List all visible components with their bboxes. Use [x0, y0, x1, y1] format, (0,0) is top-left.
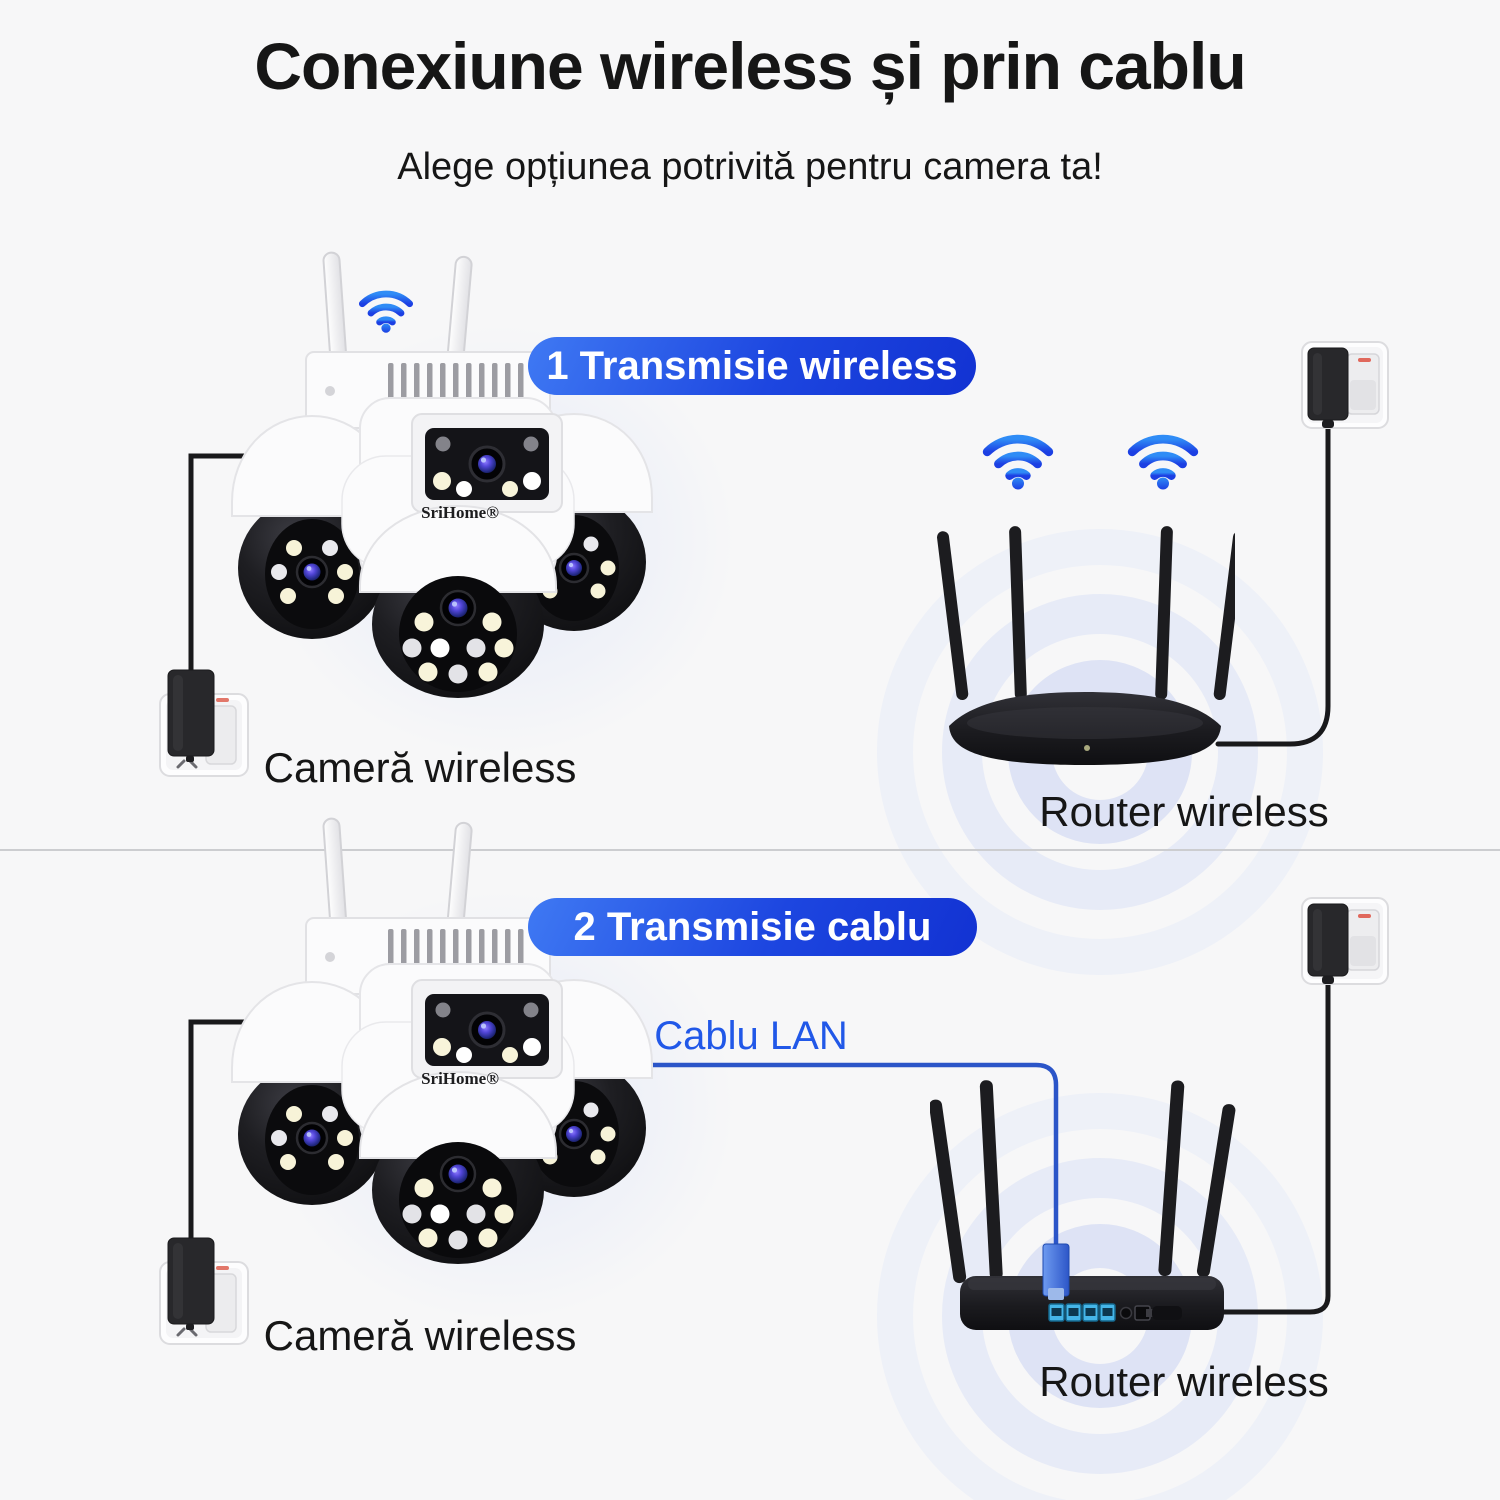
badge-transmisie-wireless: 1 Transmisie wireless: [528, 337, 976, 395]
wifi-icon-router-left: [987, 439, 1049, 489]
router-power-cable-bottom: [1177, 979, 1331, 1315]
camera-label-wireless-section: Cameră wireless: [263, 744, 577, 791]
lan-cable-label: Cablu LAN: [654, 1014, 848, 1058]
page-subtitle: Alege opțiunea potrivită pentru camera t…: [397, 146, 1103, 188]
dc-power-plug: [1146, 1306, 1182, 1320]
lan-cable-line: [575, 1062, 1059, 1248]
rj45-plug: [1042, 1243, 1070, 1300]
camera-brand-text-bottom: SriHome®: [421, 1069, 499, 1088]
page-title: Conexiune wireless și prin cablu: [254, 29, 1246, 103]
wall-socket-adapter-router-bottom: [1301, 897, 1389, 985]
wifi-icon-router-right: [1132, 439, 1194, 489]
router-label-cable-section: Router wireless: [1039, 1358, 1329, 1405]
wall-socket-adapter-router-top: [1301, 341, 1389, 429]
router-power-cable-top: [1215, 423, 1331, 747]
camera-label-cable-section: Cameră wireless: [263, 1312, 577, 1359]
badge-transmisie-cablu: 2 Transmisie cablu: [528, 898, 977, 956]
wifi-icon-camera: [362, 294, 409, 333]
router-label-wireless-section: Router wireless: [1039, 788, 1329, 835]
camera-brand-text-top: SriHome®: [421, 503, 499, 522]
